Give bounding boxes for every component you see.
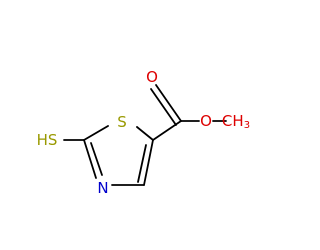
atom-labels: S N O O HS CH3 — [37, 68, 250, 197]
bond-c5-c4 — [143, 139, 154, 186]
atom-o-ester: O — [200, 112, 212, 130]
bond-carbonyl-o-double — [150, 88, 177, 126]
molecule-diagram: S N O O HS CH3 — [37, 68, 250, 197]
atom-ch3: CH3 — [222, 112, 250, 131]
bond-c2-s — [83, 125, 109, 141]
bond-n-c2-double — [90, 142, 103, 176]
atom-o-carbonyl: O — [146, 68, 158, 86]
atom-s-ring: S — [117, 113, 127, 131]
atom-sh: HS — [37, 131, 58, 149]
bond-c5-carbonyl — [152, 120, 182, 141]
atom-ch3-subscript: 3 — [244, 120, 250, 131]
atom-ch3-main: CH — [222, 112, 244, 130]
atom-n-ring: N — [97, 179, 108, 197]
bond-s-c5 — [136, 126, 154, 141]
bond-n-c2 — [83, 139, 97, 179]
bond-c5-c4-double — [137, 144, 147, 183]
bond-carbonyl-o — [155, 84, 182, 122]
bonds — [63, 84, 227, 186]
